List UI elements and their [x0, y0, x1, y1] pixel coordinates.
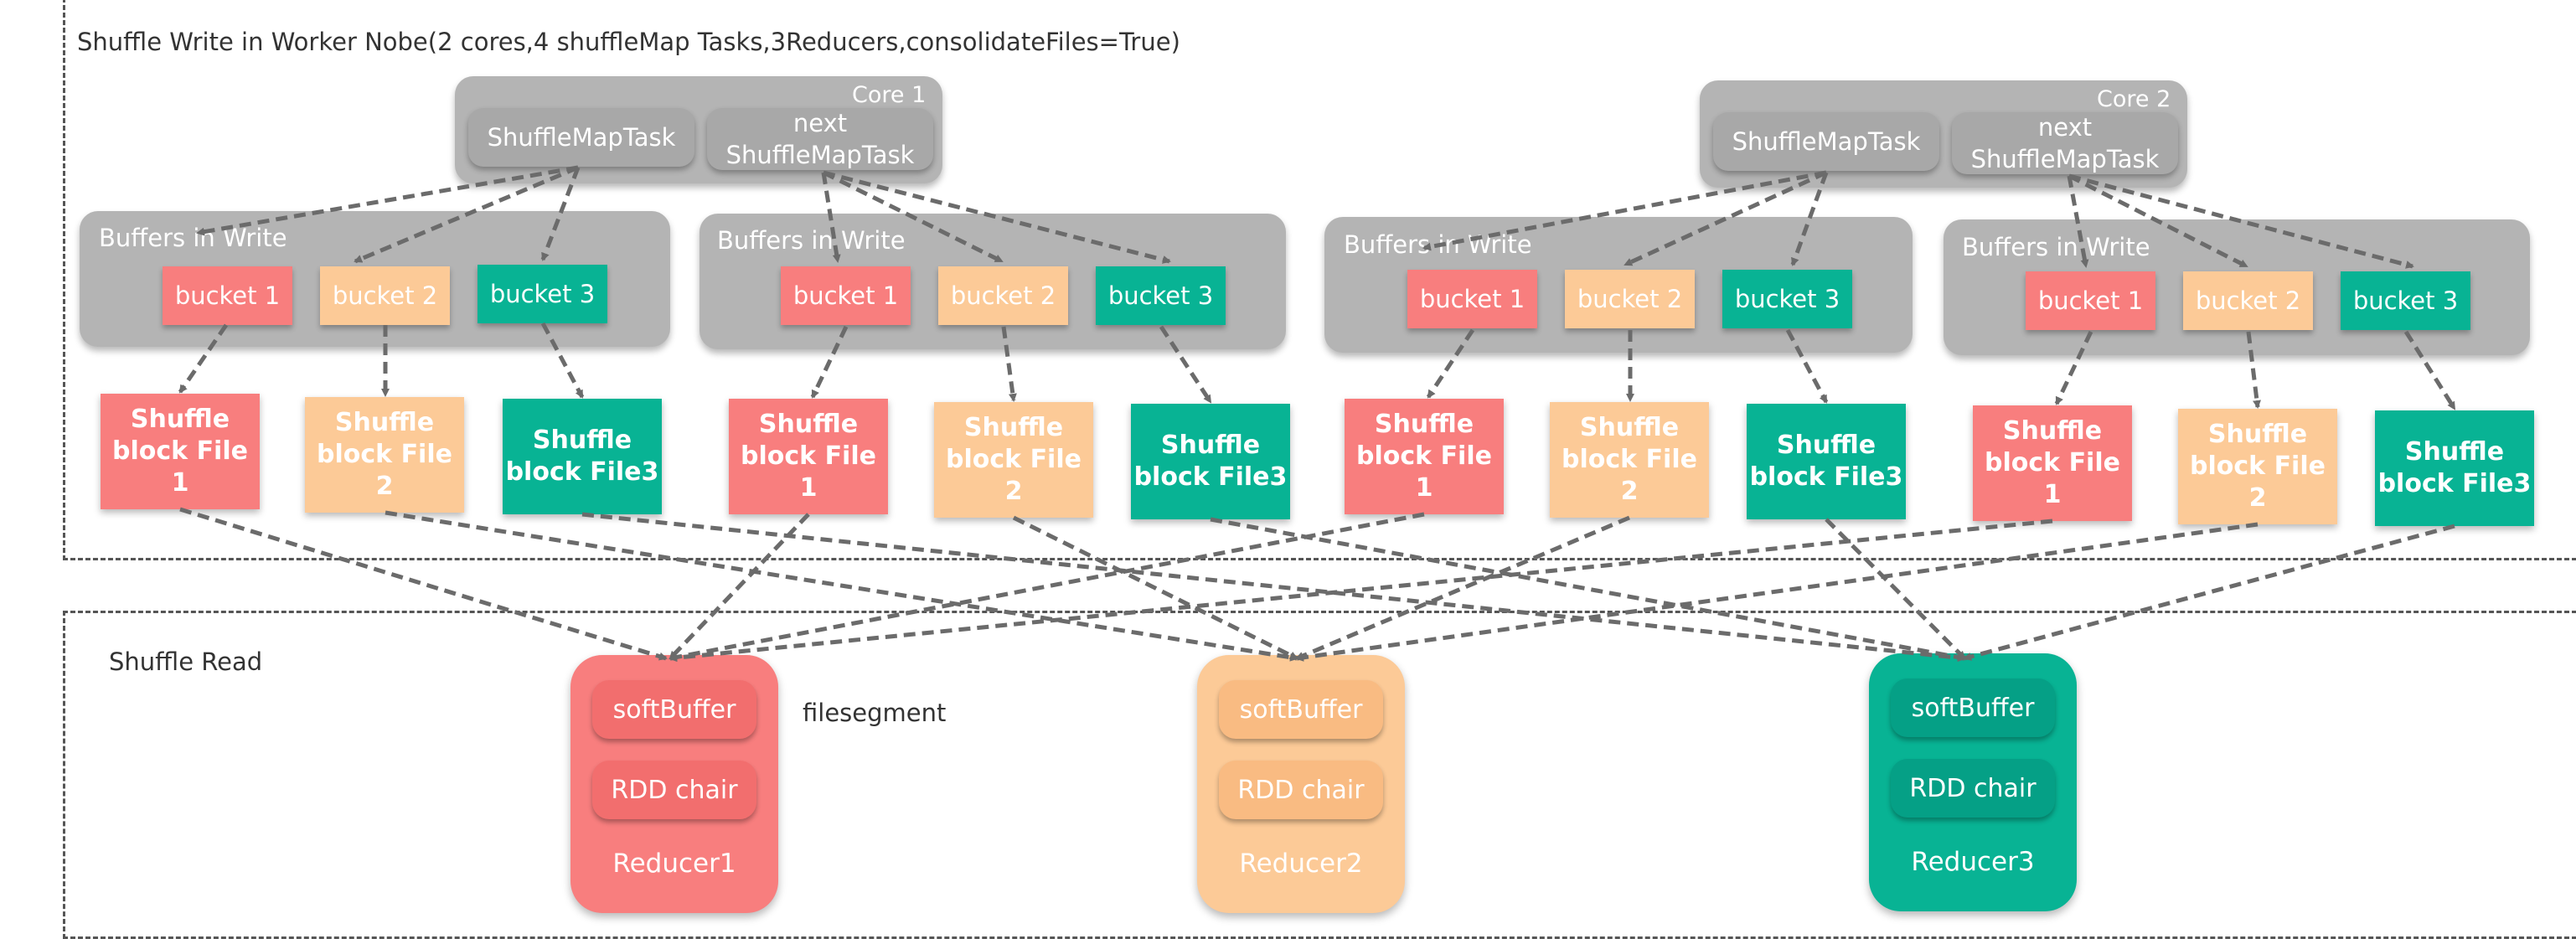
- group-3-bucket-1: bucket 1: [1407, 270, 1537, 328]
- core-2-shufflemaptask: ShuffleMapTask: [1713, 112, 1939, 171]
- dashed-arrow: [1426, 328, 1475, 399]
- dashed-arrow: [2068, 173, 2248, 269]
- group-1-block-file-1: Shuffle block File 1: [101, 394, 260, 509]
- dashed-arrow: [2403, 330, 2457, 410]
- core-1-label: Core 1: [852, 82, 927, 108]
- shuffle-read-title: Shuffle Read: [109, 647, 263, 676]
- group-1-block-file-2: Shuffle block File 2: [305, 397, 464, 513]
- reducer-3-rdd-chain: RDD chair: [1891, 759, 2055, 818]
- group-4-block-file-1: Shuffle block File 1: [1973, 405, 2132, 521]
- reducer-1-softbuffer: softBuffer: [592, 680, 756, 739]
- group-1-bucket-2: bucket 2: [320, 266, 450, 325]
- group-4-block-file-3: Shuffle block File3: [2375, 410, 2534, 526]
- dashed-arrow: [1159, 325, 1213, 404]
- dashed-arrow: [823, 170, 1171, 264]
- dashed-arrow: [1624, 170, 1828, 267]
- dashed-arrow: [821, 172, 841, 263]
- dashed-arrow: [2246, 331, 2261, 409]
- group-2-bucket-2: bucket 2: [938, 266, 1068, 325]
- group-4-bucket-2: bucket 2: [2183, 271, 2313, 330]
- core-2-label: Core 2: [2097, 86, 2171, 112]
- dashed-arrow: [822, 170, 1004, 264]
- dashed-arrow: [1001, 326, 1017, 402]
- group-1-block-file-3: Shuffle block File3: [503, 399, 662, 514]
- group-4-bucket-1: bucket 1: [2026, 271, 2155, 330]
- dashed-arrow: [1825, 518, 1966, 660]
- dashed-arrow: [581, 512, 1966, 663]
- reducer-2-rdd-chain: RDD chair: [1219, 761, 1383, 819]
- dashed-arrow: [669, 513, 810, 660]
- dashed-arrow: [178, 323, 229, 394]
- dashed-arrow: [1790, 172, 1829, 266]
- reducer-3: softBuffer RDD chair Reducer3: [1869, 653, 2077, 911]
- dashed-arrow: [179, 507, 668, 661]
- group-4-bucket-3: bucket 3: [2341, 271, 2470, 330]
- shuffle-write-title: Shuffle Write in Worker Nobe(2 cores,4 s…: [77, 28, 1180, 56]
- core-2-next-shufflemaptask: next ShuffleMapTask: [1952, 112, 2178, 174]
- reducer-3-name: Reducer3: [1911, 847, 2035, 877]
- shuffle-write-section: [63, 0, 2576, 560]
- filesegment-annotation: filesegment: [803, 699, 947, 727]
- dashed-arrow: [669, 519, 2053, 663]
- dashed-arrow: [385, 510, 1298, 662]
- group-2-block-file-2: Shuffle block File 2: [934, 402, 1093, 518]
- group-2-bucket-1: bucket 1: [781, 266, 911, 325]
- group-1-bucket-3: bucket 3: [478, 265, 607, 323]
- dashed-arrow: [2067, 175, 2089, 268]
- group-2-block-file-1: Shuffle block File 1: [729, 399, 888, 514]
- dashed-arrow: [1295, 522, 2259, 662]
- reducer-2-softbuffer: softBuffer: [1219, 680, 1383, 739]
- buffers-group-1-label: Buffers in Write: [99, 224, 287, 252]
- reducer-2-name: Reducer2: [1239, 849, 1363, 879]
- dashed-arrow: [1295, 515, 1630, 661]
- reducer-3-softbuffer: softBuffer: [1891, 678, 2055, 737]
- group-3-bucket-3: bucket 3: [1722, 270, 1852, 328]
- dashed-arrow: [196, 165, 579, 236]
- dashed-arrow: [2054, 330, 2093, 405]
- group-4-block-file-2: Shuffle block File 2: [2178, 409, 2337, 524]
- buffers-group-4-label: Buffers in Write: [1962, 233, 2150, 261]
- group-1-bucket-1: bucket 1: [163, 266, 292, 325]
- dashed-arrow: [1963, 524, 2455, 661]
- core-1-shufflemaptask: ShuffleMapTask: [468, 108, 694, 167]
- dashed-arrow: [2068, 173, 2414, 269]
- reducer-1: softBuffer RDD chair Reducer1: [570, 655, 778, 913]
- group-3-block-file-2: Shuffle block File 2: [1550, 402, 1709, 518]
- dashed-arrow: [1210, 517, 1966, 662]
- dashed-arrow: [1785, 328, 1829, 404]
- dashed-arrow: [1012, 515, 1298, 661]
- group-3-block-file-3: Shuffle block File3: [1747, 404, 1906, 519]
- reducer-1-rdd-chain: RDD chair: [592, 761, 756, 819]
- group-2-block-file-3: Shuffle block File3: [1131, 404, 1290, 519]
- group-3-bucket-2: bucket 2: [1565, 270, 1695, 328]
- group-3-block-file-1: Shuffle block File 1: [1345, 399, 1504, 514]
- core-1-next-shufflemaptask: next ShuffleMapTask: [707, 108, 933, 170]
- dashed-arrow: [540, 167, 581, 261]
- reducer-1-name: Reducer1: [612, 849, 736, 879]
- dashed-arrow: [1422, 170, 1827, 251]
- buffers-group-2-label: Buffers in Write: [717, 226, 906, 255]
- dashed-arrow: [540, 322, 585, 399]
- reducer-2: softBuffer RDD chair Reducer2: [1197, 655, 1405, 913]
- dashed-arrow: [354, 165, 579, 264]
- group-2-bucket-3: bucket 3: [1096, 266, 1226, 325]
- dashed-arrow: [810, 325, 849, 399]
